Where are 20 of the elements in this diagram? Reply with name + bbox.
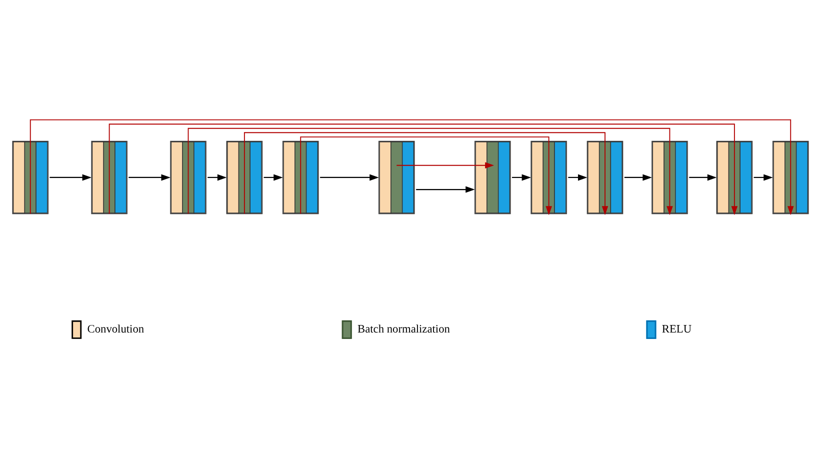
legend-label: RELU <box>662 323 692 336</box>
arrow <box>244 132 608 216</box>
arrow <box>300 136 552 216</box>
arrow <box>624 174 652 181</box>
arrow <box>50 174 92 181</box>
arrow <box>754 174 773 181</box>
legend-label: Convolution <box>87 323 144 336</box>
legend-label: Batch normalization <box>358 323 450 336</box>
arrow <box>128 174 170 181</box>
arrow <box>264 174 283 181</box>
arrow <box>512 174 532 181</box>
arrow <box>108 124 738 216</box>
arrow <box>320 174 379 181</box>
arrow <box>396 162 494 168</box>
arrow <box>416 186 475 193</box>
arrow <box>30 119 794 216</box>
arrow <box>568 174 588 181</box>
arrow <box>208 174 227 181</box>
arrow <box>689 174 717 181</box>
arrow <box>188 128 673 216</box>
